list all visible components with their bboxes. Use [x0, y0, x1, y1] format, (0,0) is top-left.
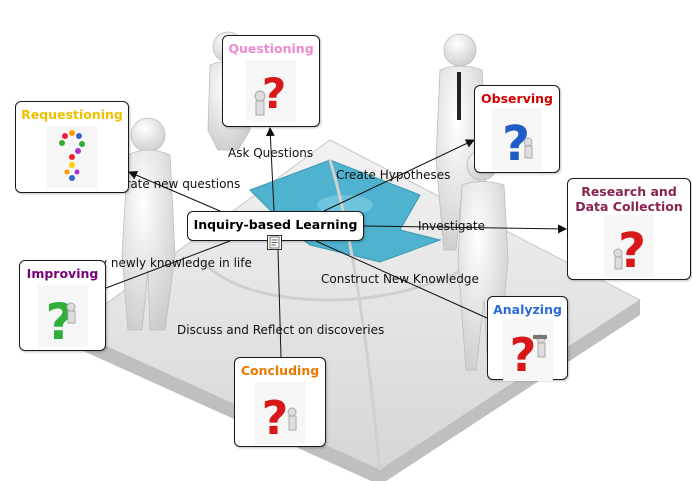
- red-question-figure-icon: ?: [604, 215, 654, 277]
- node-observing[interactable]: Observing ?: [474, 85, 560, 173]
- node-requestioning[interactable]: Requestioning: [15, 101, 129, 193]
- edge-label-investigate: Investigate: [418, 219, 485, 233]
- conclude-figure-icon: ?: [255, 382, 305, 444]
- node-improving[interactable]: Improving ?: [19, 260, 106, 351]
- node-analyzing[interactable]: Analyzing ?: [487, 296, 568, 381]
- note-icon[interactable]: [267, 235, 282, 250]
- people-question-icon: [47, 126, 97, 188]
- edge-label-hypotheses: Create Hypotheses: [336, 168, 451, 182]
- node-title-requestioning: Requestioning: [21, 107, 123, 122]
- edge-ask: [265, 127, 275, 212]
- edge-investigate: [363, 224, 567, 234]
- node-title-improving: Improving: [26, 266, 99, 281]
- node-questioning[interactable]: Questioning ?: [222, 35, 320, 127]
- edge-label-discuss: Discuss and Reflect on discoveries: [177, 323, 385, 337]
- analyze-figure-icon: ?: [502, 319, 553, 381]
- node-title-research-2: Data Collection: [575, 199, 683, 214]
- green-question-figure-icon: ?: [37, 285, 88, 347]
- edge-label-construct: Construct New Knowledge: [321, 272, 479, 286]
- edge-hypotheses: [323, 139, 475, 212]
- edge-generate: [128, 171, 221, 212]
- svg-text:?: ?: [618, 223, 646, 277]
- edge-discuss: [277, 249, 282, 358]
- node-title-questioning: Questioning: [228, 41, 314, 56]
- svg-text:?: ?: [262, 391, 289, 444]
- question-mark-figure-icon: ?: [246, 60, 296, 122]
- blue-question-figure-icon: ?: [492, 108, 542, 170]
- svg-text:?: ?: [262, 69, 286, 118]
- edge-label-generate: erate new questions: [118, 177, 241, 191]
- node-title-observing: Observing: [481, 91, 553, 106]
- node-research[interactable]: Research and Data Collection ?: [567, 178, 691, 280]
- svg-text:?: ?: [509, 328, 536, 381]
- edge-construct: [315, 240, 488, 319]
- edge-label-apply: y newly knowledge in life: [100, 256, 252, 270]
- node-concluding[interactable]: Concluding ?: [234, 357, 326, 447]
- node-title-analyzing: Analyzing: [493, 302, 562, 317]
- edge-apply: [105, 240, 231, 289]
- node-title-concluding: Concluding: [240, 363, 320, 378]
- edge-label-ask: Ask Questions: [228, 146, 314, 160]
- node-title-research-1: Research and: [581, 184, 677, 199]
